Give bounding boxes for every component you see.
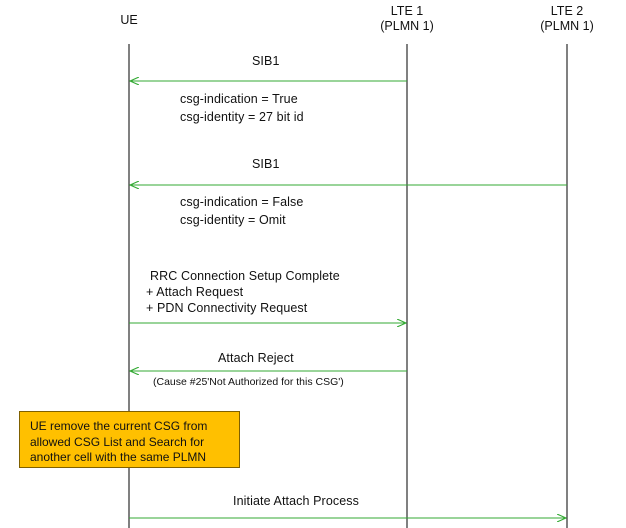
message-cause-attach-reject: (Cause #25'Not Authorized for this CSG') bbox=[153, 376, 344, 388]
entity-lte2: LTE 2 (PLMN 1) bbox=[540, 4, 594, 33]
entity-ue: UE bbox=[120, 13, 138, 27]
message-label-initiate-attach: Initiate Attach Process bbox=[233, 494, 359, 508]
entity-lte1: LTE 1 (PLMN 1) bbox=[380, 4, 434, 33]
message-params-second: csg-indication = False csg-identity = Om… bbox=[180, 195, 304, 227]
message-label-rrc-setup: RRC Connection Setup Complete + Attach R… bbox=[146, 269, 340, 315]
message-label-sib1-second: SIB1 bbox=[252, 157, 280, 171]
note-box: UE remove the current CSG from allowed C… bbox=[19, 411, 240, 468]
message-label-sib1-first: SIB1 bbox=[252, 54, 280, 68]
message-params-first: csg-indication = True csg-identity = 27 … bbox=[180, 92, 304, 124]
message-label-attach-reject: Attach Reject bbox=[218, 351, 294, 365]
